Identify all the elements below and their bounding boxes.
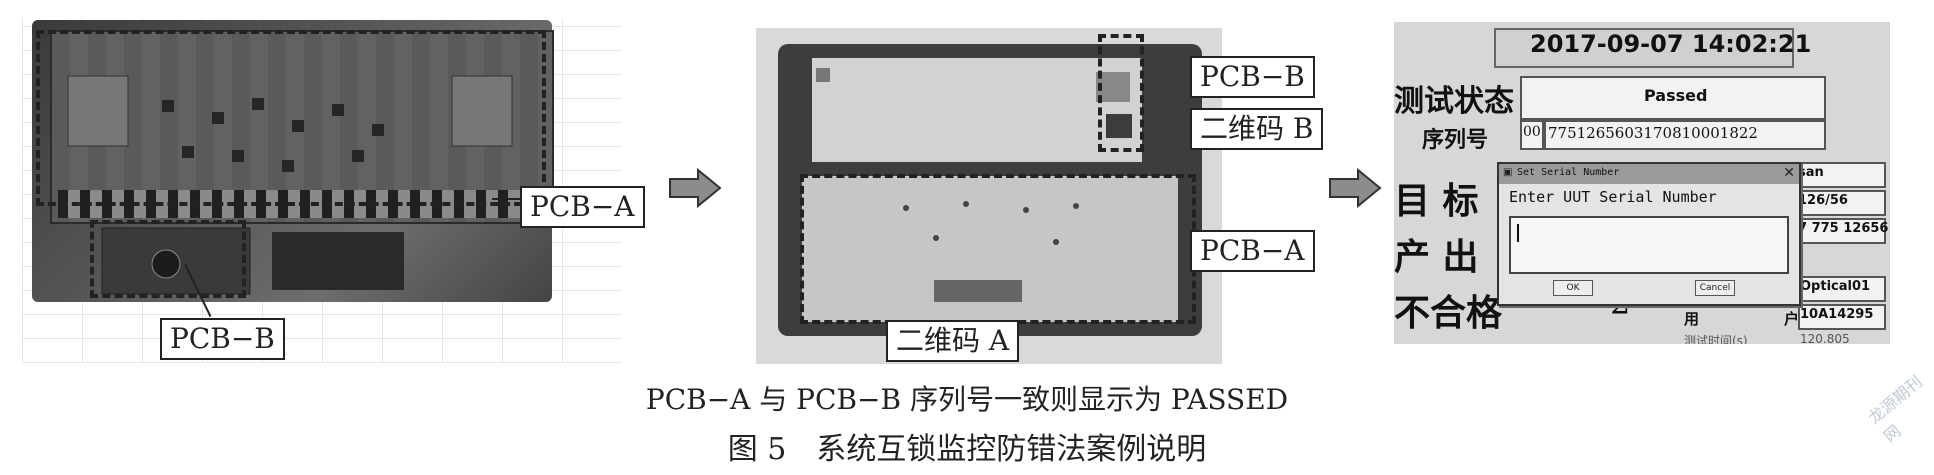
pcb-a-highlight-box [36, 30, 546, 206]
pcb-components-drawing [67, 75, 513, 295]
leader-line [492, 198, 522, 200]
right-value-2: 126/56 [1798, 193, 1848, 208]
pcb-b-label-1: PCB−B [160, 318, 285, 360]
status-value: Passed [1644, 86, 1708, 105]
dialog-titlebar: ▣ Set Serial Number ✕ [1499, 164, 1799, 184]
user-value: 10A14295 [1800, 307, 1874, 322]
serial-prefix: 00 [1523, 124, 1541, 140]
serial-label: 序列号 [1422, 127, 1489, 153]
right-arrow-icon [669, 168, 722, 208]
user-label: 用 [1684, 310, 1700, 328]
serial-value-field [1544, 120, 1826, 150]
right-value-4: Optical01 [1800, 279, 1871, 294]
test-status-label: 测试状态 [1394, 84, 1514, 119]
pcb-b-highlight-box [90, 220, 246, 298]
serial-prefix-field [1520, 120, 1544, 150]
datetime-display: 2017-09-07 14:02:21 [1530, 30, 1812, 58]
qr-b-highlight-box [1098, 34, 1144, 152]
user-field [1798, 304, 1886, 330]
pcb-a-highlight-box-2 [800, 174, 1196, 324]
set-serial-number-dialog[interactable]: ▣ Set Serial Number ✕ Enter UUT Serial N… [1497, 162, 1801, 306]
right-value-3: 7 775 12656 [1798, 221, 1889, 236]
right-arrow-icon [1329, 168, 1382, 208]
app-icon: ▣ [1503, 167, 1513, 178]
right-field-4 [1796, 276, 1886, 302]
user-label-2: 户 [1784, 310, 1800, 328]
status-field [1520, 76, 1826, 120]
ok-button[interactable]: OK [1553, 280, 1593, 296]
test-station-screen-photo: 2017-09-07 14:02:21 测试状态 Passed 序列号 00 7… [1394, 22, 1890, 344]
test-time-label: 测试时间(s) [1684, 334, 1748, 344]
text-caret [1517, 224, 1519, 242]
fail-label: 不合格 [1394, 292, 1503, 334]
pcb-b-board [812, 58, 1142, 162]
dialog-prompt: Enter UUT Serial Number [1509, 188, 1717, 206]
pcb-a-label-1: PCB−A [520, 186, 645, 228]
pcb-cad-panel [756, 28, 1222, 364]
caption-line-1: PCB−A 与 PCB−B 序列号一致则显示为 PASSED [645, 383, 1289, 416]
datetime-field [1494, 28, 1794, 68]
serial-value: 77512656031708100018​22 [1548, 124, 1758, 142]
serial-number-input[interactable] [1509, 216, 1789, 274]
right-value-1: san [1798, 165, 1824, 180]
figure-caption: 图 5 系统互锁监控防错法案例说明 [727, 432, 1207, 467]
test-time-value: 120.805 [1800, 332, 1850, 344]
pcb-a-label-2: PCB−A [1190, 230, 1315, 272]
right-field-2 [1796, 190, 1886, 216]
pcb-b-label-2: PCB−B [1190, 56, 1315, 98]
right-field-1 [1796, 162, 1886, 188]
qr-b-label: 二维码 B [1190, 108, 1324, 150]
pcb-assembly-photo [32, 20, 554, 302]
dialog-title: Set Serial Number [1517, 167, 1620, 178]
cancel-button[interactable]: Cancel [1695, 280, 1735, 296]
qr-a-label: 二维码 A [886, 320, 1020, 362]
output-label: 产 出 [1394, 236, 1479, 278]
target-label: 目 标 [1394, 180, 1479, 222]
close-icon[interactable]: ✕ [1783, 165, 1795, 181]
